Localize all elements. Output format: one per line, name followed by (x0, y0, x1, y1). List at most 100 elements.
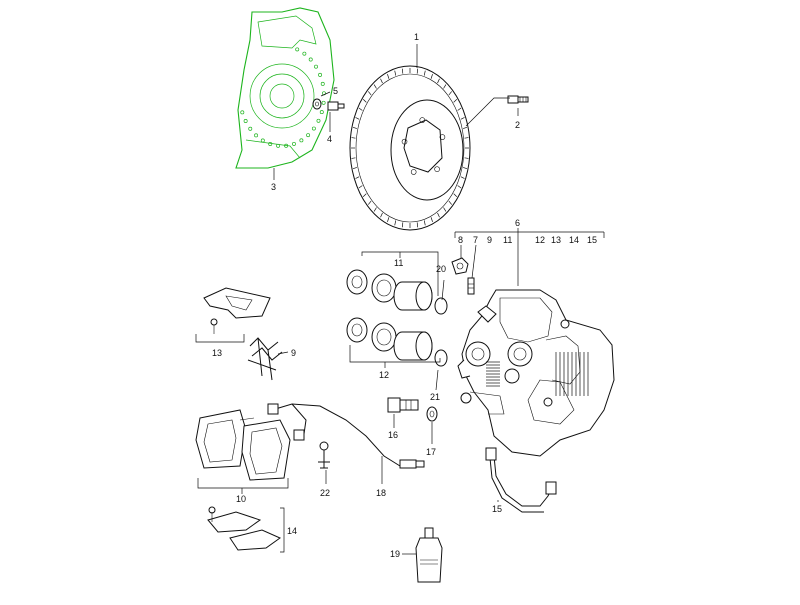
disc-vent-mark (464, 157, 469, 159)
anti-squeal-plate-part[interactable] (203, 287, 271, 334)
disc-vent-mark (373, 84, 377, 89)
callout-12: 12 (379, 370, 389, 380)
piston-set-lower[interactable] (346, 317, 448, 367)
callout-21: 21 (430, 392, 440, 402)
shield-hole (260, 138, 265, 143)
disc-vent-mark (351, 157, 356, 159)
shield-hole (306, 133, 311, 138)
caliper-bolt-part[interactable] (387, 397, 419, 413)
disc-vent-mark (368, 91, 372, 96)
disc-vent-mark (351, 137, 356, 139)
callout-18: 18 (376, 488, 386, 498)
disc-vent-mark (380, 78, 383, 84)
disc-vent-mark (448, 91, 452, 96)
callout-6-sub-8: 8 (458, 235, 463, 245)
disc-bolt-hole (410, 169, 417, 175)
callout-6-sub-11: 11 (503, 235, 512, 245)
disc-vent-mark (373, 207, 377, 212)
shield-hole (314, 64, 318, 69)
bolt-part[interactable] (327, 101, 345, 111)
callout-labels: 1 2 3 4 5 6 8 7 9 11 12 13 14 15 11 20 1… (212, 32, 597, 559)
callout-6: 6 (515, 218, 520, 228)
callout-5: 5 (333, 86, 338, 96)
piston-set-upper[interactable] (346, 269, 448, 315)
disc-vent-mark (416, 222, 419, 228)
shield-hole (299, 138, 304, 143)
disc-vent-mark (358, 185, 363, 189)
wear-sensor-part[interactable] (267, 403, 425, 469)
leader-lines (195, 44, 605, 555)
disc-vent-mark (437, 78, 440, 84)
caliper-washer-part[interactable] (426, 406, 438, 422)
grease-tube-part[interactable] (415, 527, 443, 583)
shield-hole (316, 118, 321, 123)
disc-vent-mark (362, 193, 367, 197)
disc-screw-part[interactable] (507, 95, 529, 104)
brake-caliper-part[interactable] (457, 289, 615, 457)
splash-shield-part[interactable] (235, 7, 335, 169)
pad-shim-part[interactable] (207, 506, 282, 551)
bleeder-cap-part[interactable] (451, 257, 469, 275)
retaining-spring-part[interactable] (247, 337, 283, 381)
disc-bolt-hole (439, 134, 446, 140)
disc-vent-mark (453, 193, 458, 197)
disc-bolt-hole (401, 138, 408, 145)
disc-vent-mark (355, 176, 360, 179)
shield-hole (295, 47, 300, 52)
disc-vent-mark (416, 68, 419, 74)
disc-vent-mark (423, 70, 426, 76)
shield-hole (308, 57, 313, 62)
callout-4: 4 (327, 134, 332, 144)
shield-hole (276, 143, 281, 148)
disc-vent-mark (401, 68, 404, 74)
callout-14: 14 (287, 526, 297, 536)
disc-bolt-hole (419, 117, 426, 123)
callout-6-sub-14: 14 (569, 235, 579, 245)
washer-part[interactable] (312, 98, 322, 110)
brake-disc-part[interactable] (349, 65, 471, 231)
disc-vent-mark (401, 222, 404, 228)
callout-6-sub-7: 7 (473, 235, 478, 245)
disc-vent-mark (387, 217, 390, 223)
sensor-clip-part[interactable] (318, 441, 330, 469)
disc-vent-mark (460, 176, 465, 179)
disc-vent-mark (460, 117, 465, 120)
disc-vent-mark (423, 220, 426, 226)
shield-hole (284, 143, 289, 148)
disc-vent-mark (448, 200, 452, 205)
brake-pad-part[interactable] (195, 409, 291, 481)
disc-vent-mark (355, 117, 360, 120)
disc-vent-mark (464, 137, 469, 139)
callout-17: 17 (426, 447, 436, 457)
disc-vent-mark (380, 212, 383, 218)
disc-vent-mark (368, 200, 372, 205)
shield-hole (243, 119, 248, 123)
bleeder-valve-part[interactable] (467, 277, 475, 295)
callout-13: 13 (212, 348, 222, 358)
shield-hole (254, 133, 259, 138)
callout-2: 2 (515, 120, 520, 130)
disc-vent-mark (352, 167, 357, 170)
shield-hole (318, 72, 323, 77)
shield-hole (319, 110, 324, 115)
callout-6-sub-15: 15 (587, 235, 597, 245)
disc-bolt-hole (434, 166, 440, 172)
callout-6-sub-12: 12 (535, 235, 545, 245)
callout-1: 1 (414, 32, 419, 42)
disc-vent-mark (443, 207, 447, 212)
disc-vent-mark (352, 126, 357, 129)
disc-vent-mark (387, 73, 390, 79)
callout-20: 20 (436, 264, 446, 274)
shield-hole (268, 142, 273, 146)
disc-vent-mark (430, 217, 433, 223)
brake-line-part[interactable] (485, 447, 557, 513)
disc-vent-mark (463, 126, 468, 129)
callout-19: 19 (390, 549, 400, 559)
callout-6-sub-9: 9 (487, 235, 492, 245)
disc-vent-mark (463, 167, 468, 170)
shield-hole (240, 110, 245, 115)
shield-hole (320, 81, 325, 86)
callout-15: 15 (492, 504, 502, 514)
shield-hole (311, 126, 316, 131)
